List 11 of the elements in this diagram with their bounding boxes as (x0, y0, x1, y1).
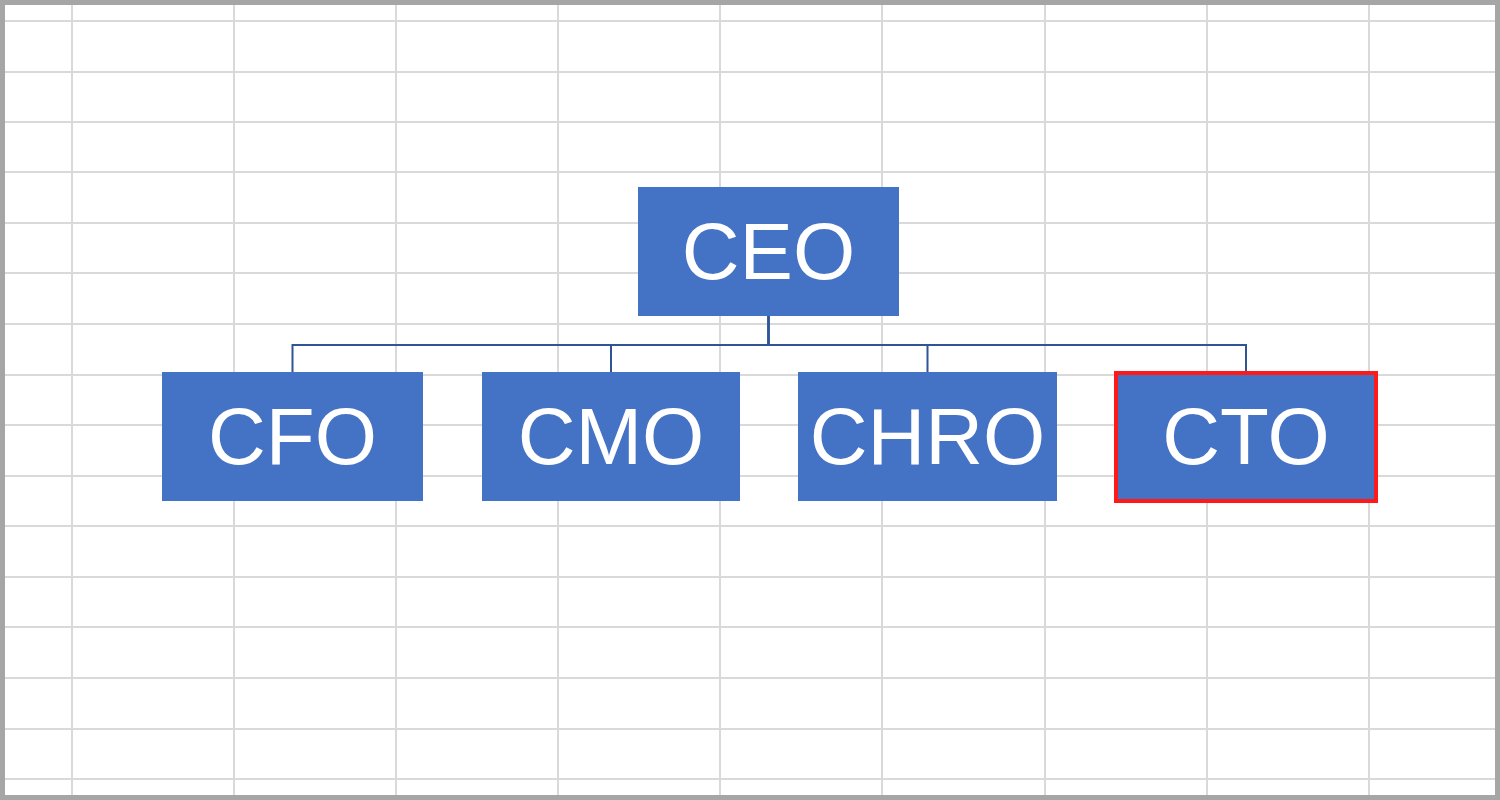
position-title: CEO (681, 211, 856, 292)
position-box (638, 187, 899, 316)
position-box (1114, 371, 1378, 503)
position-box (482, 372, 740, 501)
position-title: CMO (517, 396, 705, 477)
connector-line (767, 315, 1247, 372)
position-box (798, 372, 1057, 501)
position-title: CFO (208, 396, 377, 477)
position-title: CTO (1162, 397, 1330, 477)
position-box (162, 372, 423, 501)
position-title: CHRO (809, 396, 1046, 477)
